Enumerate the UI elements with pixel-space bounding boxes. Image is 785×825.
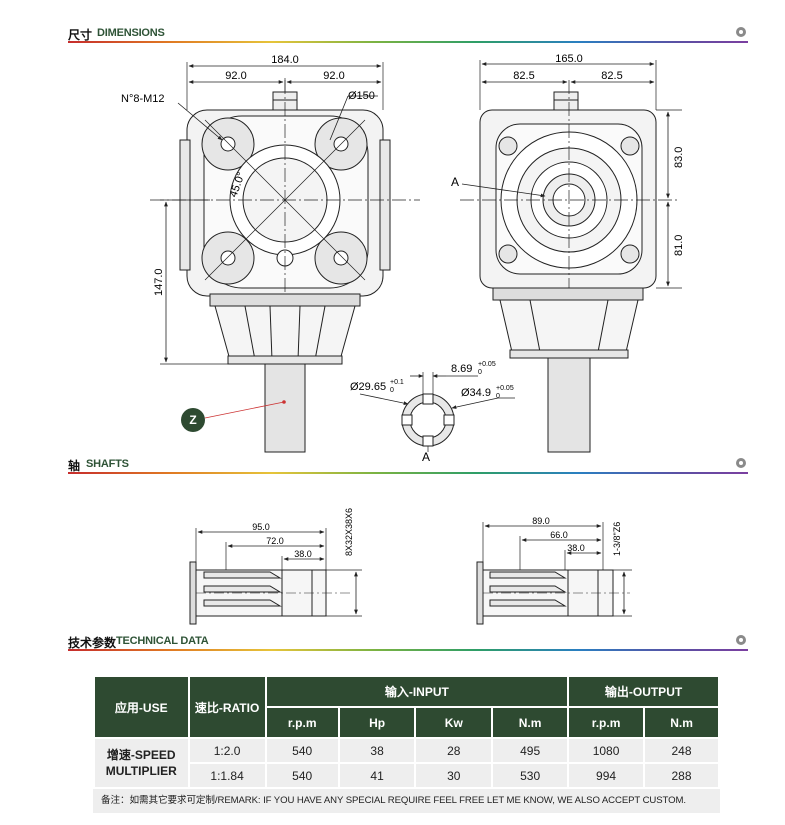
- section-a-marker: A: [451, 175, 459, 189]
- side-lower-label: 81.0: [673, 235, 685, 256]
- z-marker: Z: [181, 408, 205, 432]
- col-header-ratio: 速比-RATIO: [189, 677, 265, 737]
- sub-header: Kw: [416, 708, 492, 737]
- side-half-left-label: 82.5: [513, 70, 534, 82]
- gradient-rule: [68, 41, 748, 43]
- side-width-label: 165.0: [555, 53, 583, 65]
- section-keyway-label: 8.69 +0.05 0: [451, 361, 496, 376]
- shaft-left-drawing: [189, 528, 362, 625]
- section-outer-dia-label: Ø34.9 +0.05 0: [461, 385, 514, 400]
- table-cell: 38: [339, 739, 415, 762]
- shaft-right-total-label: 89.0: [532, 516, 550, 526]
- front-half-right-label: 92.0: [323, 70, 344, 82]
- section-a-drawing: [359, 372, 515, 452]
- svg-text:0: 0: [496, 393, 500, 400]
- side-half-right-label: 82.5: [601, 70, 622, 82]
- circle-bullet-icon: [736, 27, 746, 37]
- table-cell: 540: [266, 739, 338, 762]
- remark-note: 备注：如需其它要求可定制/REMARK: IF YOU HAVE ANY SPE…: [93, 789, 720, 813]
- section-a-label: A: [422, 450, 430, 464]
- table-cell: 994: [569, 764, 644, 787]
- col-header-use: 应用-USE: [95, 677, 188, 737]
- shaft-right-drawing: [476, 522, 632, 625]
- table-cell: 41: [339, 764, 415, 787]
- svg-text:Ø29.65: Ø29.65: [350, 381, 386, 393]
- gradient-rule: [68, 472, 748, 474]
- section-title-cn: 技术参数: [68, 636, 117, 650]
- technical-data-table: 应用-USE 速比-RATIO 输入-INPUT 输出-OUTPUT r.p.m…: [93, 675, 720, 789]
- gradient-rule: [68, 649, 748, 651]
- shaft-left-short-label: 38.0: [294, 549, 312, 559]
- shaft-left-total-label: 95.0: [252, 522, 270, 532]
- section-title-en: SHAFTS: [86, 458, 129, 470]
- sub-header: N.m: [493, 708, 568, 737]
- z-marker-label: Z: [189, 413, 196, 427]
- svg-text:+0.05: +0.05: [496, 385, 514, 392]
- table-cell: 530: [493, 764, 568, 787]
- svg-text:0: 0: [478, 369, 482, 376]
- table-cell: 288: [645, 764, 718, 787]
- front-height-label: 147.0: [153, 268, 165, 296]
- col-group-output: 输出-OUTPUT: [569, 677, 718, 706]
- table-row: 1:1.84 540 41 30 530 994 288: [95, 764, 718, 787]
- shaft-left-spec-label: 8X32X38X6: [344, 508, 354, 556]
- use-cell: 增速-SPEED MULTIPLIER: [95, 739, 188, 787]
- table-row: 增速-SPEED MULTIPLIER 1:2.0 540 38 28 495 …: [95, 739, 718, 787]
- section-title-cn: 尺寸: [68, 28, 93, 42]
- sub-header: r.p.m: [569, 708, 644, 737]
- section-title-en: TECHNICAL DATA: [116, 635, 209, 647]
- technical-drawings: 184.0 92.0 92.0 N°8-M12 Ø150 45.0° 147.0…: [121, 53, 685, 625]
- sub-header: r.p.m: [266, 708, 338, 737]
- circle-bullet-icon: [736, 458, 746, 468]
- circle-bullet-icon: [736, 635, 746, 645]
- table-cell: 540: [266, 764, 338, 787]
- svg-text:+0.05: +0.05: [478, 361, 496, 368]
- section-inner-dia-label: Ø29.65 +0.1 0: [350, 379, 404, 394]
- sub-header: Hp: [339, 708, 415, 737]
- table-cell: 495: [493, 739, 568, 762]
- svg-text:8.69: 8.69: [451, 363, 472, 375]
- front-view: [150, 62, 420, 453]
- side-upper-label: 83.0: [673, 147, 685, 168]
- section-header-shafts: 轴 SHAFTS: [68, 455, 748, 477]
- section-title-cn: 轴: [68, 459, 81, 473]
- sub-header: N.m: [645, 708, 718, 737]
- ratio-cell: 1:1.84: [189, 764, 265, 787]
- section-title-en: DIMENSIONS: [97, 27, 165, 39]
- shaft-right-mid-label: 66.0: [550, 530, 568, 540]
- side-view: [460, 60, 682, 453]
- table-cell: 1080: [569, 739, 644, 762]
- section-header-dimensions: 尺寸 DIMENSIONS: [68, 24, 748, 46]
- bolt-spec-label: N°8-M12: [121, 93, 165, 105]
- shaft-left-mid-label: 72.0: [266, 536, 284, 546]
- section-header-technical: 技术参数 TECHNICAL DATA: [68, 632, 748, 654]
- col-group-input: 输入-INPUT: [266, 677, 568, 706]
- svg-text:+0.1: +0.1: [390, 379, 404, 386]
- shaft-right-short-label: 38.0: [567, 543, 585, 553]
- front-half-left-label: 92.0: [225, 70, 246, 82]
- front-width-label: 184.0: [271, 54, 299, 66]
- svg-text:Ø34.9: Ø34.9: [461, 387, 491, 399]
- table-cell: 28: [416, 739, 492, 762]
- circle-dia-label: Ø150: [348, 90, 375, 102]
- shaft-right-spec-label: 1-3/8"Z6: [612, 522, 622, 556]
- ratio-cell: 1:2.0: [189, 739, 265, 762]
- table-cell: 248: [645, 739, 718, 762]
- table-cell: 30: [416, 764, 492, 787]
- svg-text:0: 0: [390, 387, 394, 394]
